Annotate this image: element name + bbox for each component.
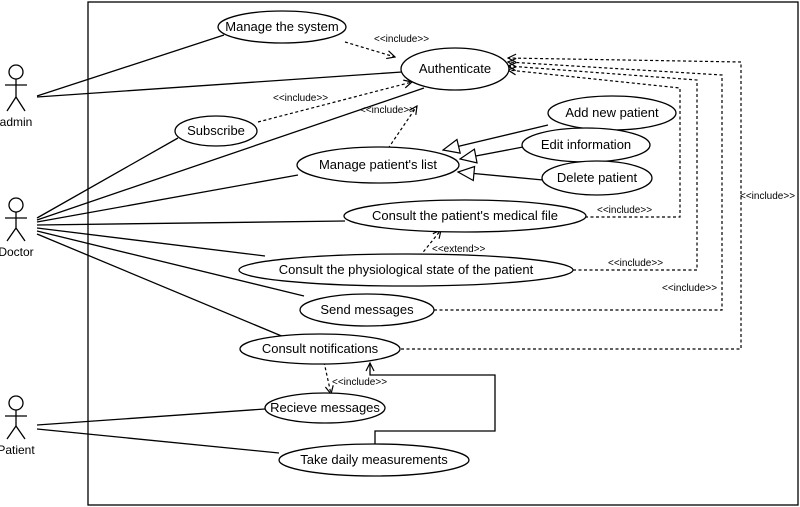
- stick-figure-icon: [5, 395, 27, 440]
- use-case-authenticate: Authenticate: [400, 47, 510, 91]
- stereotype-include: <<include>>: [740, 191, 795, 202]
- svg-text:Consult the physiological stat: Consult the physiological state of the p…: [279, 262, 534, 277]
- use-case-edit-information: Edit information: [521, 127, 651, 163]
- association-lines: [36, 34, 425, 454]
- actor-patient: Patient: [0, 395, 35, 457]
- stereotype-include: <<include>>: [273, 93, 328, 104]
- svg-text:Subscribe: Subscribe: [187, 123, 245, 138]
- stereotype-include: <<include>>: [374, 34, 429, 45]
- stick-figure-icon: [5, 197, 27, 242]
- actor-doctor: Doctor: [0, 197, 34, 259]
- actor-admin: admin: [0, 64, 32, 129]
- svg-text:Authenticate: Authenticate: [419, 61, 491, 76]
- dependency-arrows: [257, 41, 742, 394]
- svg-text:Consult notifications: Consult notifications: [262, 341, 379, 356]
- use-case-subscribe: Subscribe: [174, 115, 258, 147]
- stereotype-include: <<include>>: [662, 283, 717, 294]
- svg-text:Edit information: Edit information: [541, 137, 631, 152]
- system-boundary: [87, 1, 799, 506]
- stereotype-include: <<include>>: [360, 105, 415, 116]
- use-case-consult-notifications: Consult notifications: [239, 333, 401, 365]
- use-case-manage-patients-list: Manage patient's list: [296, 146, 460, 184]
- actor-label: Patient: [0, 443, 35, 457]
- stick-figure-icon: [5, 64, 27, 112]
- use-case-delete-patient: Delete patient: [541, 160, 653, 196]
- svg-text:Manage patient's list: Manage patient's list: [319, 157, 437, 172]
- svg-text:Delete patient: Delete patient: [557, 170, 638, 185]
- stereotype-extend: <<extend>>: [432, 244, 486, 255]
- stereotype-include: <<include>>: [597, 205, 652, 216]
- stereotype-include: <<include>>: [332, 377, 387, 388]
- use-case-send-messages: Send messages: [299, 293, 435, 327]
- use-case-take-daily-measurements: Take daily measurements: [278, 443, 470, 477]
- svg-text:Send messages: Send messages: [320, 302, 414, 317]
- svg-text:Manage the system: Manage the system: [225, 19, 338, 34]
- use-case-receive-messages: Recieve messages: [264, 392, 386, 424]
- svg-text:Recieve messages: Recieve messages: [270, 400, 380, 415]
- use-case-consult-medical-file: Consult the patient's medical file: [343, 199, 587, 233]
- stereotype-include: <<include>>: [608, 258, 663, 269]
- measurement-feedback-arrow: [370, 363, 496, 445]
- svg-text:Take daily measurements: Take daily measurements: [300, 452, 448, 467]
- use-case-manage-system: Manage the system: [217, 10, 347, 44]
- svg-text:Add new patient: Add new patient: [565, 105, 659, 120]
- use-case-consult-physiological-state: Consult the physiological state of the p…: [238, 253, 574, 287]
- actor-label: Doctor: [0, 245, 34, 259]
- svg-text:Consult the patient's medical: Consult the patient's medical file: [372, 208, 558, 223]
- generalization-arrows: [443, 124, 549, 180]
- stereotype-labels: <<include>> <<include>> <<include>> <<in…: [273, 34, 795, 388]
- actor-label: admin: [0, 115, 32, 129]
- use-case-add-new-patient: Add new patient: [547, 95, 677, 131]
